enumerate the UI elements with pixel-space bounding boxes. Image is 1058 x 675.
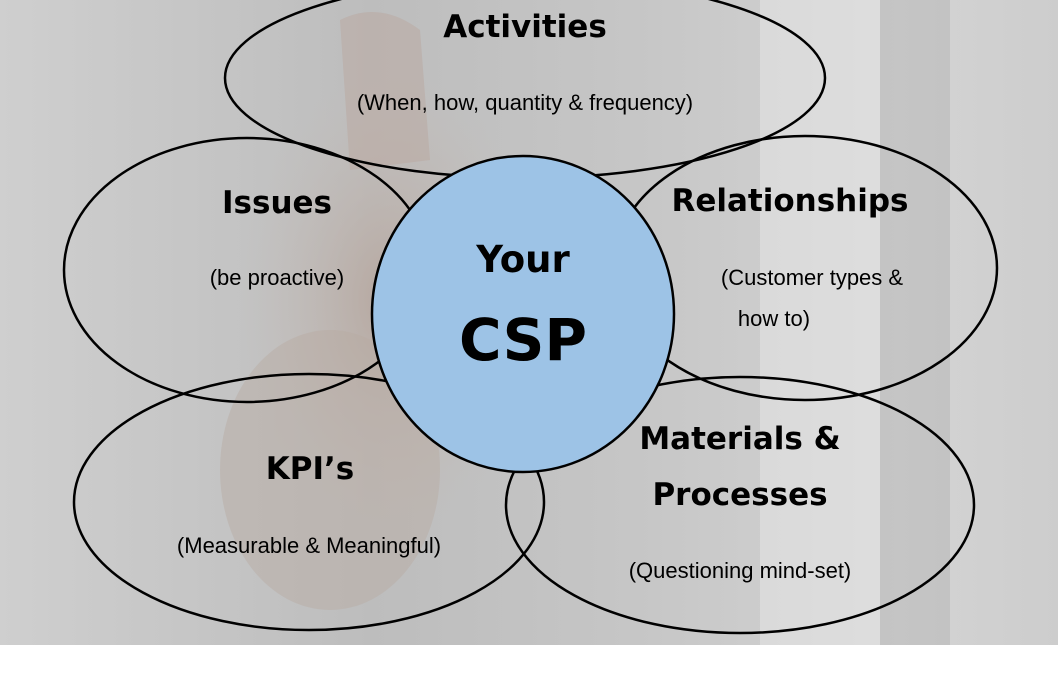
activities-subtitle: (When, how, quantity & frequency) (357, 90, 693, 115)
materials-title-line1: Materials & (639, 421, 840, 457)
issues-title: Issues (222, 185, 332, 221)
relationships-title: Relationships (671, 183, 908, 219)
relationships-subtitle-line2: how to) (738, 306, 810, 331)
center-csp-label: CSP (459, 306, 587, 374)
relationships-subtitle-line1: (Customer types & (721, 265, 903, 290)
kpis-subtitle: (Measurable & Meaningful) (177, 533, 441, 558)
materials-petal (504, 375, 976, 635)
materials-subtitle: (Questioning mind-set) (629, 558, 852, 583)
issues-subtitle: (be proactive) (210, 265, 345, 290)
kpis-petal (72, 372, 546, 632)
activities-title: Activities (443, 9, 607, 45)
kpis-title: KPI’s (266, 451, 355, 487)
center-your-label: Your (475, 238, 570, 281)
materials-title-line2: Processes (652, 477, 827, 513)
center-circle (370, 154, 676, 474)
